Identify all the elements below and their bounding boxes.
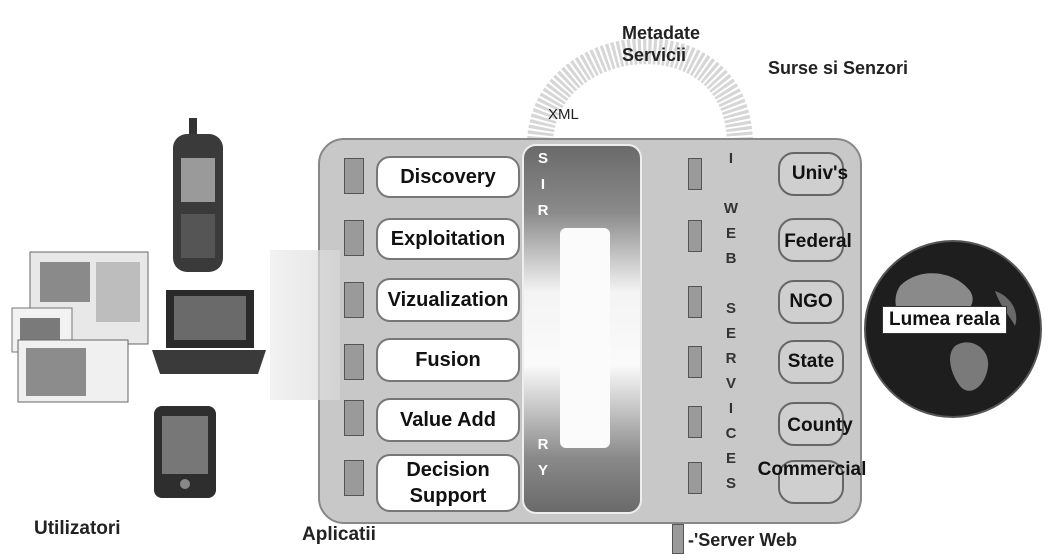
- registry-inner: [560, 228, 610, 448]
- server-web-stub: [688, 286, 702, 318]
- connection-beam: [270, 250, 340, 400]
- server-web-stub: [688, 462, 702, 494]
- apps-label: Aplicatii: [302, 524, 376, 546]
- server-web-stub: [688, 346, 702, 378]
- app-stub: [344, 460, 364, 496]
- source-ngo: NGO: [776, 290, 846, 314]
- web-services-letter: C: [722, 425, 740, 442]
- mobile-phone-icon: [165, 118, 231, 274]
- web-services-letter: W: [722, 200, 740, 217]
- web-services-letter: I: [722, 150, 740, 167]
- web-services-letter: E: [722, 325, 740, 342]
- app-stub: [344, 400, 364, 436]
- app-stub: [344, 344, 364, 380]
- xml-label: XML: [548, 106, 579, 123]
- app-discovery: Discovery: [376, 156, 520, 198]
- registry-letter: R: [534, 436, 552, 453]
- app-exploitation: Exploitation: [376, 218, 520, 260]
- registry-letter: I: [534, 176, 552, 193]
- app-fusion: Fusion: [376, 338, 520, 382]
- laptop-icon: [148, 288, 270, 380]
- web-services-letter: E: [722, 450, 740, 467]
- source-county: County: [772, 414, 868, 438]
- registry-letter: R: [534, 202, 552, 219]
- sources-label: Surse si Senzori: [768, 58, 908, 79]
- users-label: Utilizatori: [34, 518, 121, 540]
- source-univs: Univ's: [780, 162, 860, 186]
- web-services-letter: S: [722, 475, 740, 492]
- app-stub: [344, 158, 364, 194]
- real-world-label: Lumea reala: [882, 306, 1007, 334]
- web-services-letter: V: [722, 375, 740, 392]
- legend-swatch: [672, 524, 684, 554]
- web-services-letter: B: [722, 250, 740, 267]
- registry-letter: Y: [534, 462, 552, 479]
- web-services-letter: I: [722, 400, 740, 417]
- web-services-letter: S: [722, 300, 740, 317]
- app-stub: [344, 282, 364, 318]
- pda-icon: [152, 404, 218, 500]
- legend-label: -'Server Web: [688, 530, 797, 551]
- app-stub: [344, 220, 364, 256]
- registry-letter: S: [534, 150, 552, 167]
- web-services-letter: R: [722, 350, 740, 367]
- app-value-add: Value Add: [376, 398, 520, 442]
- metadata-label: Metadate Servicii: [622, 22, 700, 66]
- server-web-stub: [688, 158, 702, 190]
- web-services-letter: E: [722, 225, 740, 242]
- source-state: State: [776, 350, 846, 374]
- server-web-stub: [688, 220, 702, 252]
- server-web-stub: [688, 406, 702, 438]
- source-federal: Federal: [768, 230, 868, 254]
- desktop-screens-icon: [10, 248, 150, 404]
- app-vizualization: Vizualization: [376, 278, 520, 322]
- source-commercial: Commercial: [742, 458, 882, 482]
